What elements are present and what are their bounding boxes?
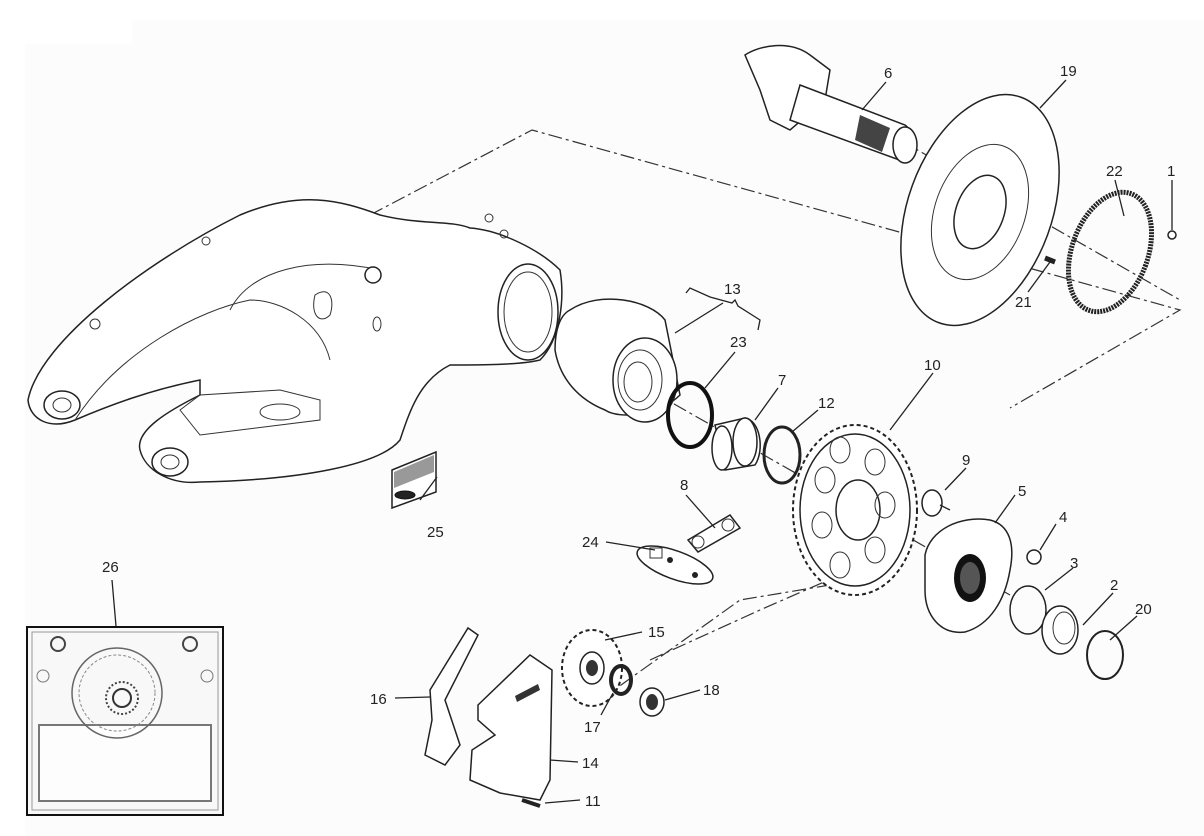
callout-4: 4 bbox=[1059, 509, 1067, 526]
part-24-chain-clip bbox=[636, 545, 714, 585]
callout-10: 10 bbox=[924, 357, 941, 374]
callout-9: 9 bbox=[962, 452, 970, 469]
callout-1: 1 bbox=[1167, 163, 1175, 180]
callout-8: 8 bbox=[680, 477, 688, 494]
part-21-screw bbox=[1044, 255, 1056, 265]
part-9-stud bbox=[921, 489, 951, 517]
leader-lines bbox=[111, 79, 1173, 804]
callout-17: 17 bbox=[584, 719, 601, 736]
callout-20: 20 bbox=[1135, 601, 1152, 618]
part-12-seal-ring bbox=[762, 425, 802, 485]
callout-26: 26 bbox=[102, 559, 119, 576]
callout-21: 21 bbox=[1015, 294, 1032, 311]
callout-12: 12 bbox=[818, 395, 835, 412]
part-15-front-sprocket bbox=[561, 629, 623, 707]
part-17-washer bbox=[609, 664, 633, 696]
part-16-chain-guide bbox=[424, 626, 479, 766]
part-26-sprocket-cover-inset bbox=[26, 626, 224, 816]
callout-22: 22 bbox=[1106, 163, 1123, 180]
part-18-nut bbox=[639, 687, 665, 717]
part-2-ring-nut bbox=[1041, 605, 1079, 655]
part-22-phonic-wheel bbox=[1065, 189, 1155, 315]
callout-25: 25 bbox=[427, 524, 444, 541]
part-20-circlip bbox=[1086, 630, 1124, 680]
part-5-sprocket-flange bbox=[924, 518, 1013, 633]
callout-labels: 6 19 22 1 21 13 23 7 12 10 9 5 4 3 2 20 … bbox=[102, 63, 1175, 810]
part-1-screw bbox=[1167, 230, 1177, 240]
swingarm bbox=[27, 199, 563, 484]
callout-3: 3 bbox=[1070, 555, 1078, 572]
callout-7: 7 bbox=[778, 372, 786, 389]
part-25-decal bbox=[391, 450, 437, 510]
part-13-eccentric-hub bbox=[554, 298, 681, 423]
callout-5: 5 bbox=[1018, 483, 1026, 500]
part-4-nut bbox=[1026, 549, 1042, 565]
part-6-rear-wheel-shaft bbox=[744, 44, 918, 164]
part-8-chain-link bbox=[686, 514, 742, 553]
callout-14: 14 bbox=[582, 755, 599, 772]
callout-13: 13 bbox=[724, 281, 741, 298]
callout-18: 18 bbox=[703, 682, 720, 699]
part-14-sprocket-cover bbox=[469, 654, 553, 801]
part-3-o-ring bbox=[1009, 585, 1047, 635]
part-7-spacer bbox=[711, 417, 761, 471]
callout-6: 6 bbox=[884, 65, 892, 82]
callout-11: 11 bbox=[585, 793, 601, 810]
callout-16: 16 bbox=[370, 691, 387, 708]
part-11-screw bbox=[521, 798, 541, 808]
part-10-rear-sprocket bbox=[792, 424, 918, 596]
callout-2: 2 bbox=[1110, 577, 1118, 594]
callout-19: 19 bbox=[1060, 63, 1077, 80]
part-19-brake-disc bbox=[900, 93, 1060, 327]
callout-15: 15 bbox=[648, 624, 665, 641]
part-23-seal bbox=[666, 381, 714, 449]
callout-23: 23 bbox=[730, 334, 747, 351]
callout-24: 24 bbox=[582, 534, 599, 551]
